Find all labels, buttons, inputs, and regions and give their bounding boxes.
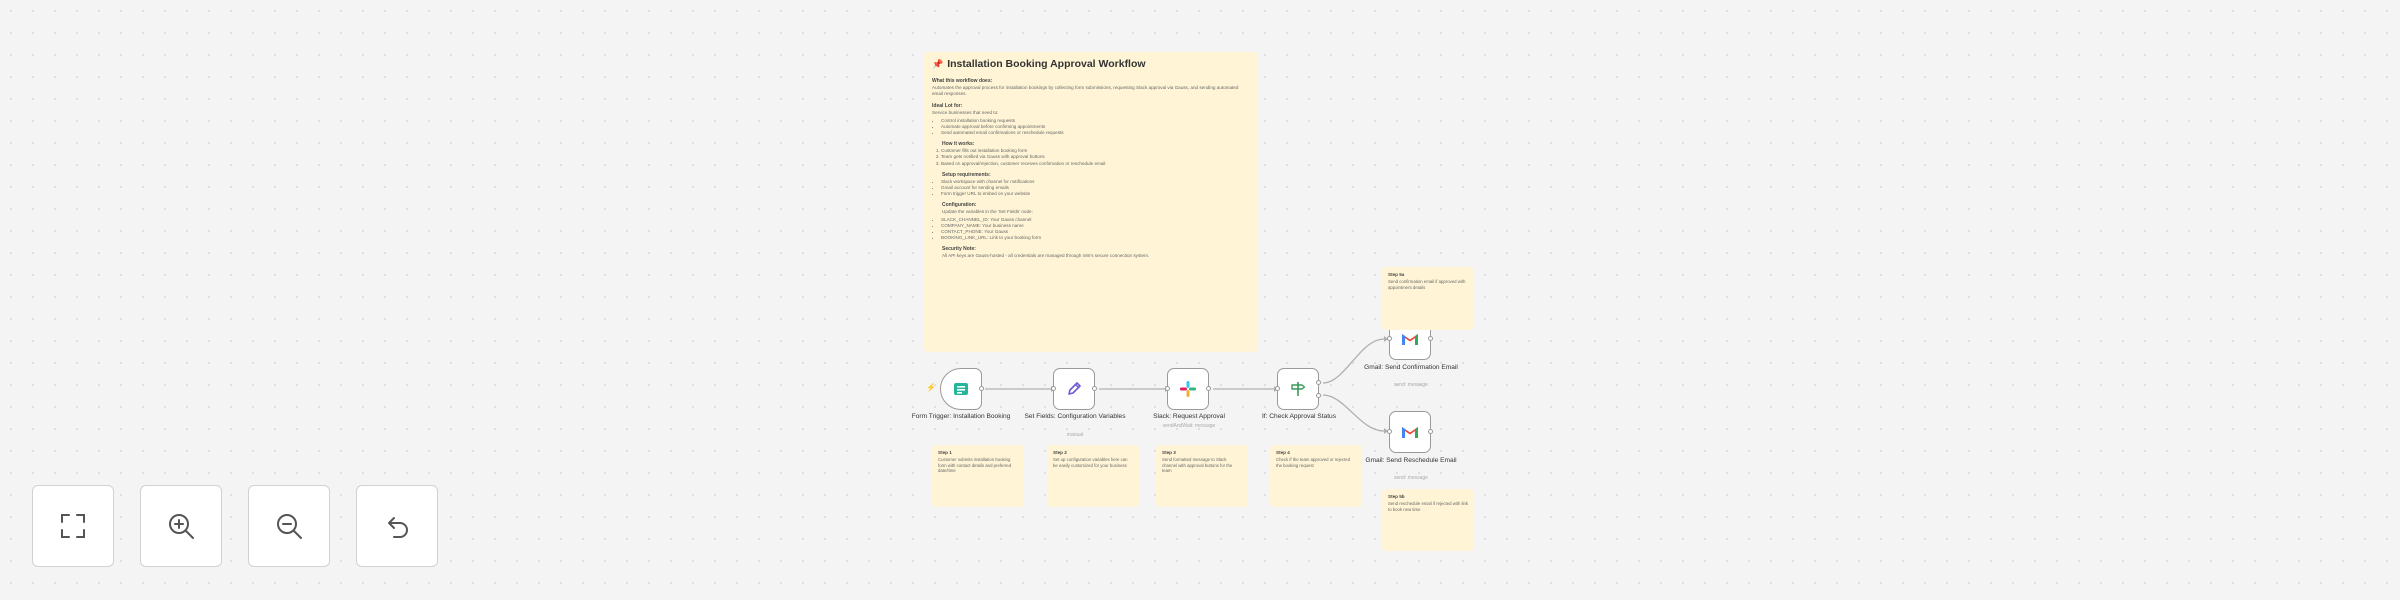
step-2-note[interactable]: Step 2 Set up configuration variables he…	[1047, 445, 1139, 507]
output-handle[interactable]	[1092, 386, 1097, 391]
step-heading: Step 5b	[1388, 494, 1405, 499]
step-text: Send formatted message to Slack channel …	[1162, 457, 1233, 474]
note-title: 📌 Installation Booking Approval Workflow	[932, 58, 1250, 70]
setup-heading: Setup requirements:	[942, 171, 991, 178]
list-item: Form trigger URL to embed on your websit…	[941, 191, 1250, 197]
security-text: All API keys are Gauss-hosted - all cred…	[942, 253, 1150, 259]
list-item: BOOKING_LINK_URL: Link to your booking f…	[941, 235, 1250, 241]
gmail-reschedule-node[interactable]	[1387, 411, 1433, 453]
fit-view-icon	[61, 514, 85, 538]
what-heading: What this workflow does:	[932, 78, 993, 84]
slack-icon	[1180, 381, 1196, 397]
reset-icon	[388, 517, 408, 538]
list-item: COMPANY_NAME: Your business name	[941, 223, 1250, 229]
step-text: Customer submits installation booking fo…	[938, 457, 1012, 474]
if-check-node[interactable]	[1275, 368, 1321, 410]
gmail-icon	[1402, 427, 1418, 438]
step-text: Check if the team approved or rejected t…	[1276, 457, 1351, 468]
config-list: SLACK_CHANNEL_ID: Your Gauss channel COM…	[932, 217, 1250, 242]
gmail-confirmation-label: Gmail: Send Confirmation Email	[1364, 364, 1458, 371]
ideal-list: Control installation booking requests Au…	[932, 118, 1250, 137]
slack-label: Slack: Request Approval	[1153, 413, 1225, 420]
input-handle[interactable]	[1051, 386, 1056, 391]
set-fields-sublabel: manual	[1066, 432, 1084, 438]
signpost-icon	[1291, 382, 1306, 396]
fit-view-button[interactable]	[32, 485, 114, 567]
false-output-handle[interactable]	[1316, 393, 1321, 398]
if-check-label: If: Check Approval Status	[1261, 413, 1337, 420]
zoom-in-icon	[169, 514, 194, 539]
slack-node[interactable]	[1165, 368, 1211, 410]
step-heading: Step 4	[1276, 450, 1290, 455]
slack-sublabel: sendAndWait: message	[1162, 423, 1216, 429]
list-item: Based on approval/rejection, customer re…	[941, 161, 1250, 167]
form-trigger-node[interactable]	[940, 368, 984, 410]
form-trigger-label: Form Trigger: Installation Booking	[911, 413, 1011, 420]
output-handle[interactable]	[1206, 386, 1211, 391]
step-text: Send confirmation email if approved with…	[1388, 279, 1466, 290]
gmail-reschedule-sublabel: send: message	[1394, 475, 1428, 481]
ideal-heading: Ideal Lot for:	[932, 103, 963, 110]
step-heading: Step 1	[938, 450, 952, 455]
output-handle[interactable]	[979, 386, 984, 391]
config-intro: Update the variables in the 'Set Fields'…	[942, 209, 1033, 215]
step-heading: Step 5a	[1388, 272, 1405, 277]
config-heading: Configuration:	[942, 202, 977, 209]
output-handle[interactable]	[1428, 336, 1433, 341]
input-handle[interactable]	[1275, 386, 1280, 391]
output-handle[interactable]	[1428, 429, 1433, 434]
true-output-handle[interactable]	[1316, 380, 1321, 385]
note-title-text: Installation Booking Approval Workflow	[947, 58, 1146, 70]
list-item: Gmail account for sending emails	[941, 185, 1250, 191]
step-3-note[interactable]: Step 3 Send formatted message to Slack c…	[1156, 445, 1248, 507]
step-heading: Step 3	[1162, 450, 1176, 455]
set-fields-label: Set Fields: Configuration Variables	[1024, 413, 1126, 420]
how-heading: How it works:	[942, 141, 975, 148]
list-item: Customer fills out installation booking …	[941, 148, 1250, 154]
input-handle[interactable]	[1387, 336, 1392, 341]
what-text: Automates the approval process for insta…	[932, 85, 1239, 97]
zoom-in-button[interactable]	[140, 485, 222, 567]
trigger-bolt-icon: ⚡	[926, 383, 936, 392]
ideal-intro: Service businesses that need to:	[932, 110, 999, 116]
input-handle[interactable]	[1387, 429, 1392, 434]
reset-zoom-button[interactable]	[356, 485, 438, 567]
gmail-reschedule-label: Gmail: Send Reschedule Email	[1365, 457, 1457, 464]
list-item: Team gets notified via Gauss with approv…	[941, 154, 1250, 160]
list-item: SLACK_CHANNEL_ID: Your Gauss channel	[941, 217, 1250, 223]
workflow-description-note[interactable]: 📌 Installation Booking Approval Workflow…	[924, 52, 1258, 352]
input-handle[interactable]	[1165, 386, 1170, 391]
pushpin-icon: 📌	[932, 58, 944, 69]
step-text: Set up configuration variables here can …	[1053, 457, 1128, 468]
list-item: Slack workspace with channel for notific…	[941, 179, 1250, 185]
list-item: Automate approval before confirming appo…	[941, 124, 1250, 130]
step-5b-note[interactable]: Step 5b Send reschedule email if rejecte…	[1382, 489, 1474, 551]
step-heading: Step 2	[1053, 450, 1067, 455]
step-text: Send reschedule email if rejected with l…	[1388, 501, 1469, 512]
gmail-icon	[1402, 334, 1418, 345]
list-item: Send automated email confirmations or re…	[941, 130, 1250, 136]
list-item: Control installation booking requests	[941, 118, 1250, 124]
form-icon	[954, 383, 968, 395]
step-4-note[interactable]: Step 4 Check if the team approved or rej…	[1270, 445, 1362, 507]
zoom-out-button[interactable]	[248, 485, 330, 567]
pencil-icon	[1068, 382, 1081, 395]
step-1-note[interactable]: Step 1 Customer submits installation boo…	[932, 445, 1024, 507]
list-item: CONTACT_PHONE: Your Gauss	[941, 229, 1250, 235]
setup-list: Slack workspace with channel for notific…	[932, 179, 1250, 198]
zoom-out-icon	[277, 514, 302, 539]
step-5a-note[interactable]: Step 5a Send confirmation email if appro…	[1382, 267, 1474, 330]
gmail-confirmation-sublabel: send: message	[1394, 382, 1428, 388]
security-heading: Security Note:	[942, 246, 976, 253]
set-fields-node[interactable]	[1051, 368, 1097, 410]
how-list: Customer fills out installation booking …	[932, 148, 1250, 167]
